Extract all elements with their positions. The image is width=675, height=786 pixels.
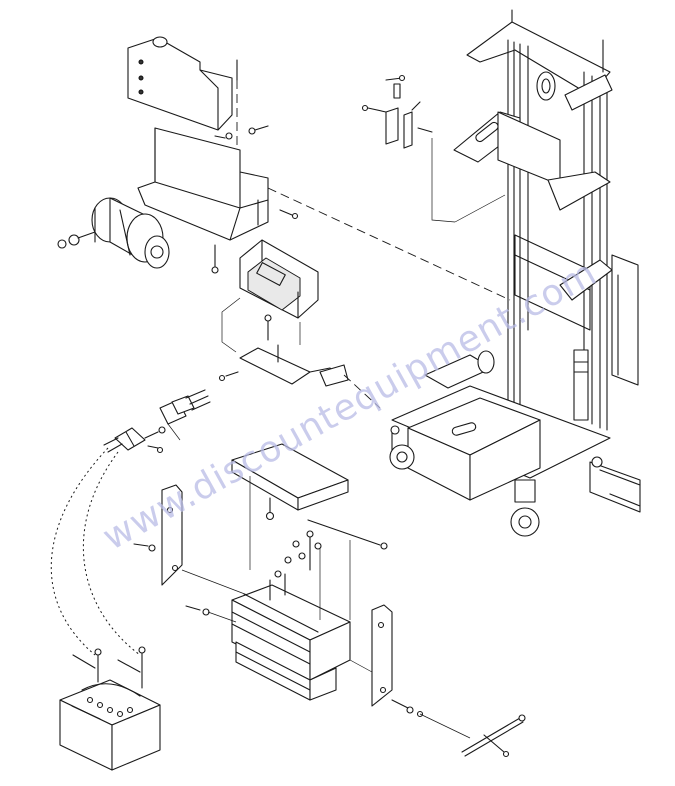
switch-mount-plate (218, 314, 381, 409)
battery-cover-plate (231, 443, 388, 570)
latch-assembly (361, 74, 506, 223)
bracket-bolts (214, 125, 269, 140)
battery-terminal-cables (72, 646, 146, 689)
left-battery-bracket (133, 484, 251, 597)
winch-tray (137, 127, 511, 301)
winch-motor (57, 197, 170, 269)
mount-outline (221, 297, 301, 353)
battery (59, 679, 161, 771)
winch-mount-bracket (127, 36, 238, 160)
battery-box (185, 530, 351, 701)
battery-cables (50, 447, 141, 656)
right-battery-bracket (349, 604, 424, 718)
lift-mast (389, 9, 641, 537)
control-box (239, 239, 319, 319)
tie-rod (419, 713, 526, 758)
cable-connectors (103, 389, 211, 454)
